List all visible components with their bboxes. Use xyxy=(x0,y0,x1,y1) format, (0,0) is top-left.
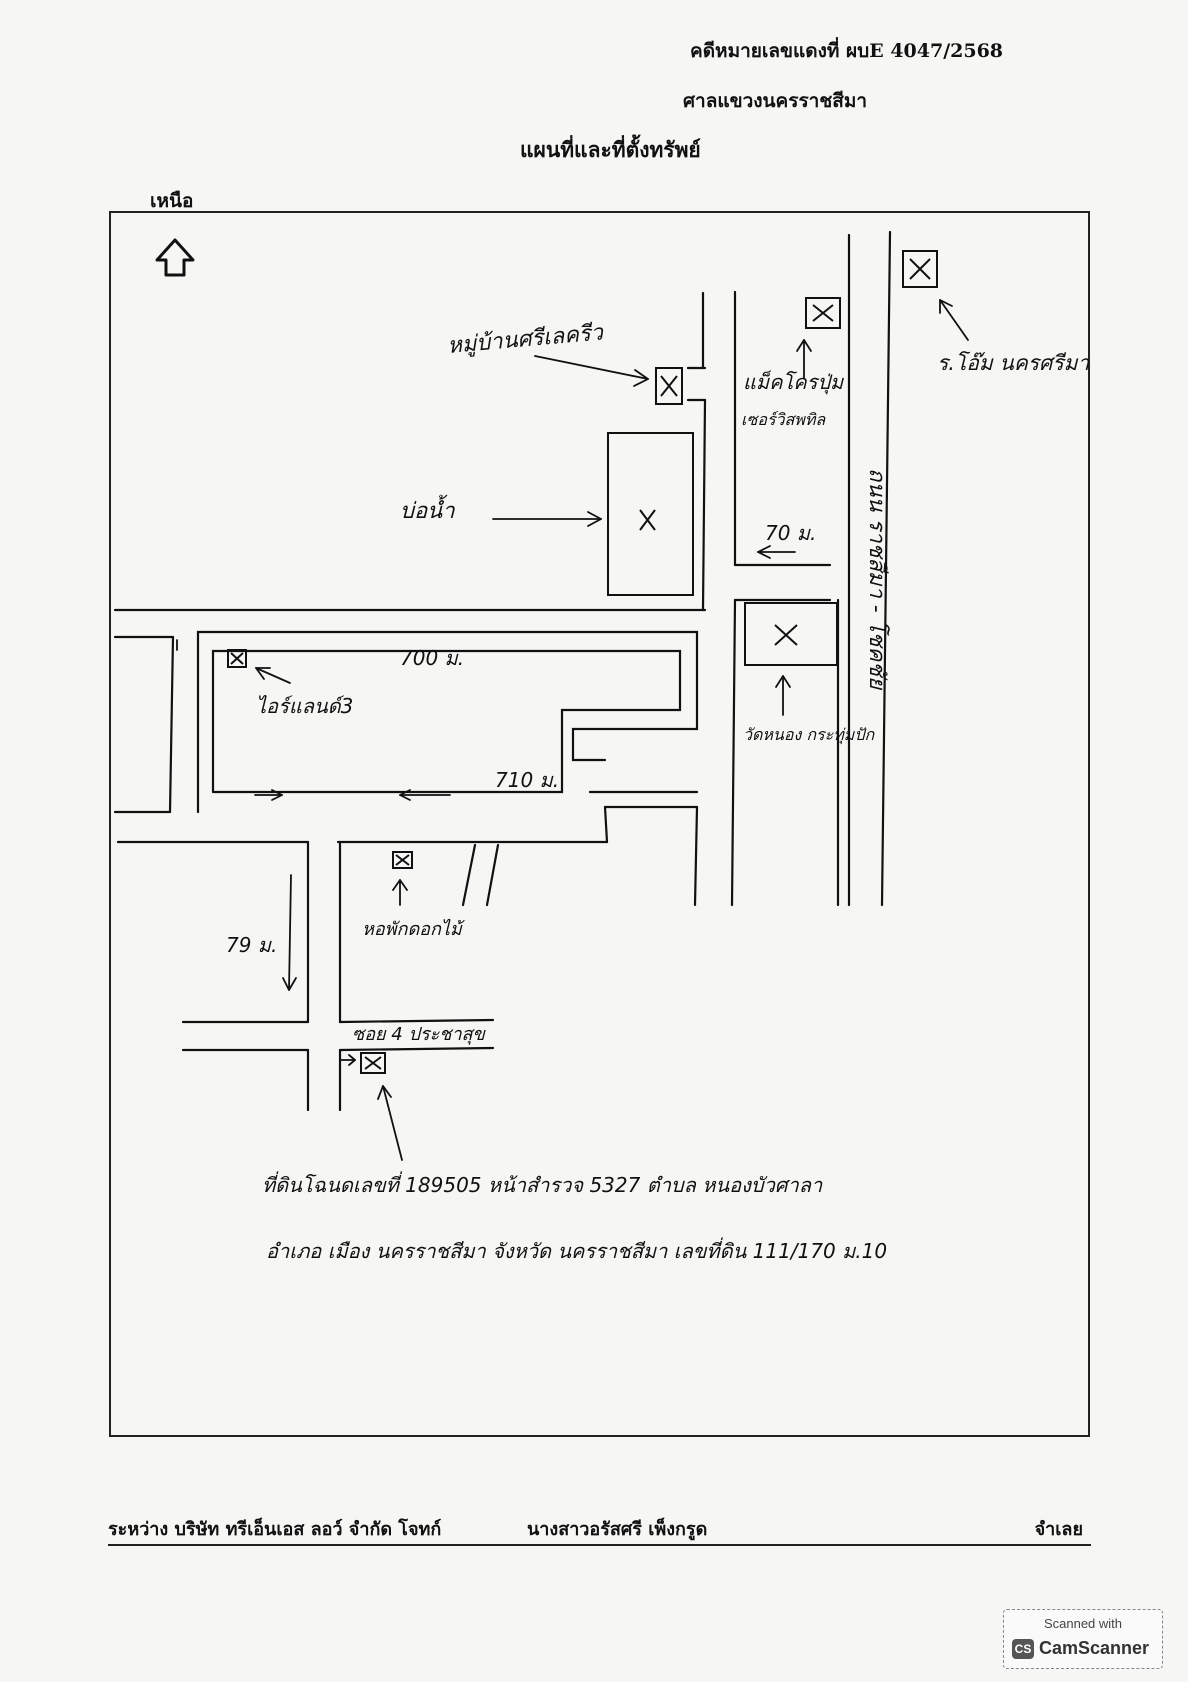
distance-700m: 700 ม. xyxy=(400,646,464,670)
property-note-line1: ที่ดินโฉนดเลขที่ 189505 หน้าสำรวจ 5327 ต… xyxy=(262,1171,823,1197)
service-label: เซอร์วิสพทิล xyxy=(741,410,826,429)
distance-70m: 70 ม. xyxy=(765,521,816,545)
subject-property-marker-icon xyxy=(360,1052,386,1074)
hotel-marker-icon xyxy=(902,250,938,288)
map-frame xyxy=(109,211,1090,1437)
plaintiff-line: ระหว่าง บริษัท ทรีเอ็นเอส ลอว์ จำกัด โจท… xyxy=(108,1519,442,1540)
map-title: แผนที่และที่ตั้งทรัพย์ xyxy=(520,137,701,162)
hotel-label: ร.โอ๊ม นครศรีมา xyxy=(937,351,1090,375)
pointer-arrows xyxy=(176,299,969,1161)
village-label: หมู่บ้านศรีเลครีว xyxy=(446,320,605,359)
court-name: ศาลแขวงนครราชสีมา xyxy=(683,90,868,112)
ireland-marker-icon xyxy=(227,649,247,668)
distance-710m: 710 ม. xyxy=(495,768,559,792)
dorm-marker-icon xyxy=(392,851,413,869)
defendant-role: จำเลย xyxy=(1034,1519,1083,1540)
stamp-caption: Scanned with xyxy=(1043,1616,1123,1631)
camscanner-logo-icon: CS xyxy=(1012,1639,1034,1659)
dorm-label: หอพักดอกไม้ xyxy=(362,918,466,940)
road-network xyxy=(113,230,892,1112)
stamp-brand: CamScanner xyxy=(1039,1638,1150,1658)
north-arrow-icon xyxy=(155,238,195,277)
distance-79m: 79 ม. xyxy=(226,933,277,957)
temple-label: วัดหนอง กระทุ่มปัก xyxy=(743,725,875,745)
soi-label: ซอย 4 ประชาสุข xyxy=(352,1024,487,1045)
village-marker-icon xyxy=(655,367,683,405)
pond-box xyxy=(607,432,694,596)
north-label: เหนือ xyxy=(150,190,194,212)
case-number: คดีหมายเลขแดงที่ ผบE 4047/2568 xyxy=(690,40,1004,62)
main-road-label: ถนน ราชสีมา - โชคชัย xyxy=(864,468,890,691)
property-markers xyxy=(227,250,938,1074)
pond-label: บ่อน้ำ xyxy=(400,494,455,524)
makro-label: แม็คโครปุ่ม xyxy=(743,370,845,395)
camscanner-stamp: Scanned with CS CamScanner xyxy=(1003,1609,1163,1669)
defendant-name: นางสาวอรัสศรี เพ็งกรูด xyxy=(527,1519,708,1540)
makro-marker-icon xyxy=(805,297,841,329)
temple-box xyxy=(744,602,838,666)
ireland-label: ไอร์แลนด์3 xyxy=(256,694,353,718)
footer-divider xyxy=(108,1544,1091,1546)
property-note-line2: อำเภอ เมือง นครราชสีมา จังหวัด นครราชสีม… xyxy=(266,1237,887,1263)
